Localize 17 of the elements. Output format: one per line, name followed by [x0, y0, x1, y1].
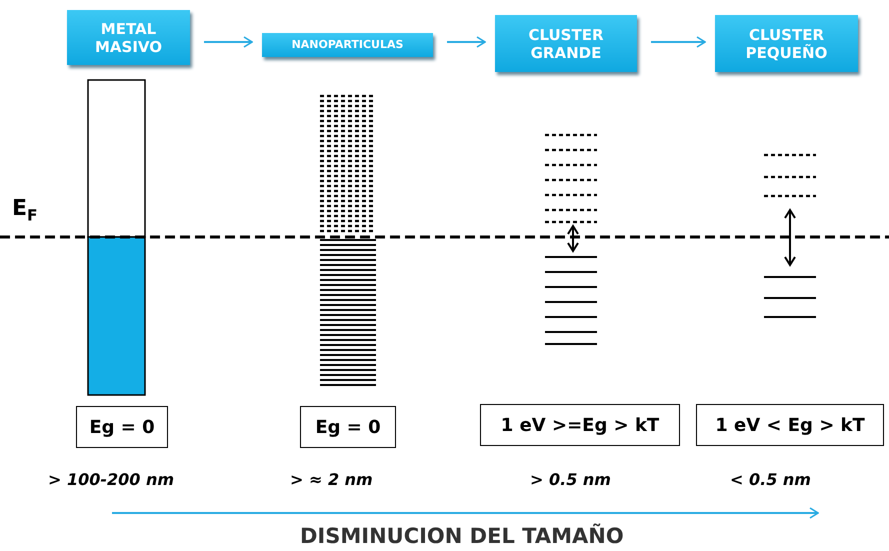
band-gap-box: 1 eV >=Eg > kT	[480, 404, 680, 446]
stage-box: METAL MASIVO	[67, 10, 190, 65]
size-label: > 100-200 nm	[48, 470, 174, 489]
arrow	[447, 36, 486, 48]
arrow	[651, 36, 706, 48]
arrow	[204, 36, 253, 48]
size-label: > 0.5 nm	[530, 470, 611, 489]
size-label: < 0.5 nm	[730, 470, 811, 489]
band-gap-box: 1 eV < Eg > kT	[696, 404, 884, 446]
axis-title: DISMINUCION DEL TAMAÑO	[300, 524, 624, 548]
size-label: > ≈ 2 nm	[290, 470, 373, 489]
stage-box: CLUSTER PEQUEÑO	[715, 15, 858, 72]
fermi-level-label: E$_{F}$	[12, 196, 38, 224]
stage-box: NANOPARTICULAS	[262, 33, 433, 57]
stage-box: CLUSTER GRANDE	[495, 15, 637, 72]
band-gap-box: Eg = 0	[300, 406, 396, 448]
band-gap-box: Eg = 0	[76, 406, 168, 448]
